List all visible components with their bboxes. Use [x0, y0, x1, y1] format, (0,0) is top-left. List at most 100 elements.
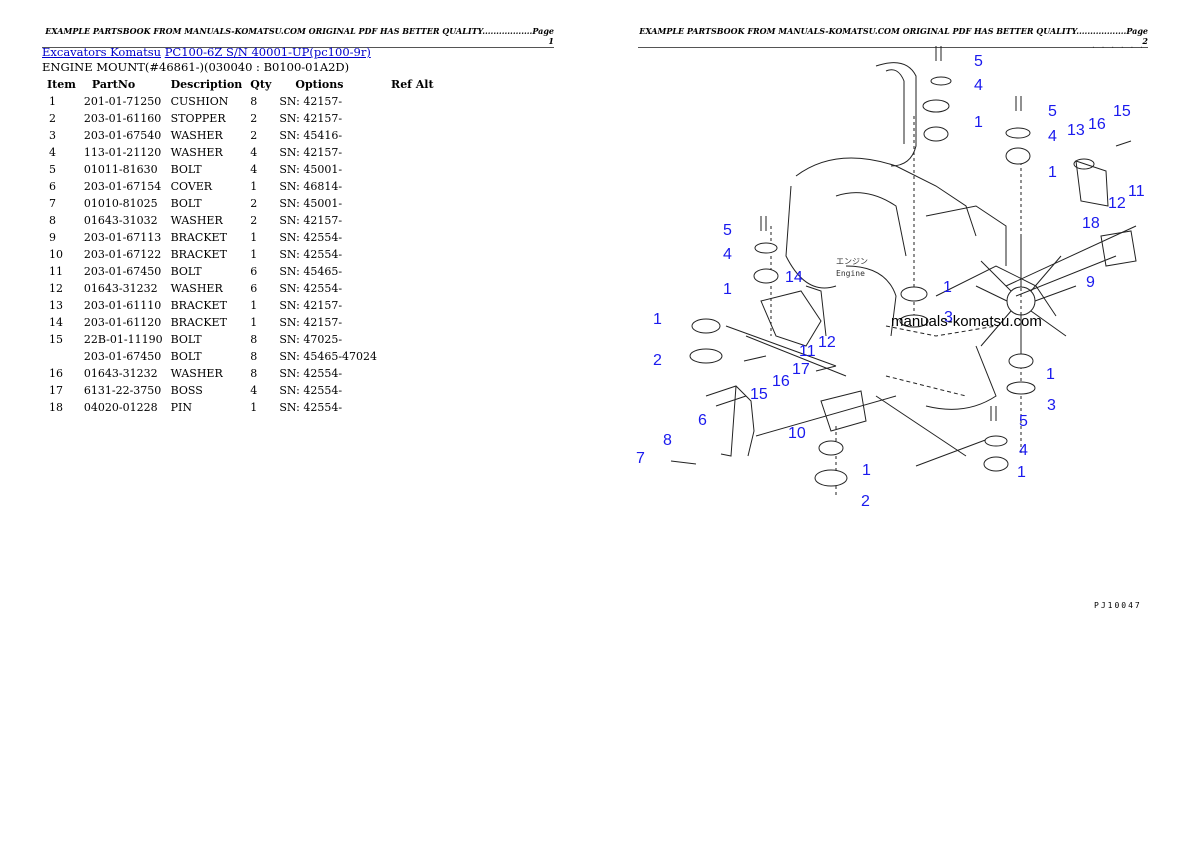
cell-description: BRACKET: [170, 248, 227, 261]
cell-description: STOPPER: [170, 112, 226, 125]
callout-label: 16: [772, 373, 790, 390]
cell-partno: 203-01-67154: [83, 180, 162, 193]
col-header-qty: Qty: [250, 78, 272, 91]
cell-item: 10: [49, 248, 63, 261]
cell-description: WASHER: [170, 214, 223, 227]
cell-item: 6: [49, 180, 56, 193]
cell-refalt: [381, 246, 438, 263]
cell-refalt: [381, 348, 438, 365]
cell-qty: 1: [250, 248, 258, 261]
cell-refalt: [381, 399, 438, 416]
cell-refalt: [381, 93, 438, 110]
cell-refalt: [381, 263, 438, 280]
engine-label-en: Engine: [836, 269, 865, 278]
cell-partno: 203-01-67122: [83, 248, 162, 261]
cell-description: WASHER: [170, 129, 223, 142]
col-header-item: Item: [47, 78, 76, 91]
cell-partno: 203-01-67450: [83, 265, 162, 278]
callout-label: 4: [723, 246, 732, 263]
cell-options: SN: 42554-: [279, 367, 343, 380]
cell-partno: 01010-81025: [83, 197, 158, 210]
cell-qty: 2: [250, 197, 258, 210]
callout-label: 13: [1067, 122, 1085, 139]
cell-item: 17: [49, 384, 63, 397]
cell-description: BOSS: [170, 384, 203, 397]
cell-partno: 01643-31032: [83, 214, 158, 227]
callout-label: 15: [750, 386, 768, 403]
callout-label: 4: [1019, 442, 1028, 459]
cell-options: SN: 42157-: [279, 112, 343, 125]
cell-refalt: [381, 212, 438, 229]
cell-refalt: [381, 144, 438, 161]
engine-mount-diagram: 5 4 1 5 4 1 13 16 15 11 12 18 9 5 4 1 14…: [636, 41, 1145, 510]
cell-item: 8: [49, 214, 56, 227]
cell-options: SN: 42554-: [279, 384, 343, 397]
cell-partno: 113-01-21120: [83, 146, 162, 159]
cell-partno: 04020-01228: [83, 401, 158, 414]
cell-description: BRACKET: [170, 316, 227, 329]
cell-item: 13: [49, 299, 63, 312]
cell-options: SN: 42554-: [279, 282, 343, 295]
cell-refalt: [381, 110, 438, 127]
cell-qty: 6: [250, 265, 258, 278]
callout-label: 1: [653, 311, 662, 328]
cell-partno: 6131-22-3750: [83, 384, 162, 397]
callout-label: 7: [636, 450, 645, 467]
cell-item: 7: [49, 197, 56, 210]
cell-qty: 8: [250, 367, 258, 380]
callout-label: 15: [1113, 103, 1131, 120]
breadcrumb-link-category[interactable]: Excavators Komatsu: [42, 45, 162, 59]
callout-label: 12: [818, 334, 836, 351]
callout-label: 16: [1088, 116, 1106, 133]
cell-qty: 2: [250, 214, 258, 227]
cell-options: SN: 42157-: [279, 316, 343, 329]
breadcrumb-link-model[interactable]: PC100-6Z S/N 40001-UP(pc100-9r): [164, 45, 371, 59]
cell-options: SN: 42157-: [279, 299, 343, 312]
cell-partno: 203-01-67450: [83, 350, 162, 363]
callout-label: 1: [1048, 164, 1057, 181]
diagram-linework: [670, 46, 1137, 496]
cell-qty: 4: [250, 384, 258, 397]
cell-options: SN: 45001-: [279, 197, 343, 210]
page-header-2: EXAMPLE PARTSBOOK FROM MANUALS-KOMATSU.C…: [638, 26, 1148, 48]
cell-partno: 203-01-61110: [83, 299, 162, 312]
cell-qty: 1: [250, 401, 258, 414]
callout-label: 1: [1017, 464, 1026, 481]
cell-description: BOLT: [170, 333, 202, 346]
cell-options: SN: 42157-: [279, 214, 343, 227]
callout-label: 5: [723, 222, 732, 239]
callout-label: 11: [799, 343, 816, 360]
cell-refalt: [381, 280, 438, 297]
cell-description: CUSHION: [170, 95, 229, 108]
cell-qty: 1: [250, 299, 258, 312]
callout-label: 9: [1086, 274, 1095, 291]
callout-label: 3: [944, 309, 953, 326]
callout-label: 1: [723, 281, 732, 298]
cell-description: PIN: [170, 401, 192, 414]
cell-qty: 4: [250, 163, 258, 176]
cell-partno: 203-01-67113: [83, 231, 162, 244]
cell-partno: 201-01-71250: [83, 95, 162, 108]
cell-refalt: [381, 365, 438, 382]
cell-partno: 203-01-61120: [83, 316, 162, 329]
cell-options: SN: 45001-: [279, 163, 343, 176]
cell-description: WASHER: [170, 367, 223, 380]
cell-item: 15: [49, 333, 63, 346]
callout-label: 12: [1108, 195, 1126, 212]
callout-label: 1: [862, 462, 871, 479]
page-header-1: EXAMPLE PARTSBOOK FROM MANUALS-KOMATSU.C…: [42, 26, 554, 48]
cell-refalt: [381, 314, 438, 331]
cell-options: SN: 45465-47024: [279, 350, 378, 363]
cell-item: 5: [49, 163, 56, 176]
cell-partno: 01643-31232: [83, 282, 158, 295]
callout-label: 5: [1019, 413, 1028, 430]
cell-refalt: [381, 297, 438, 314]
cell-partno: 22B-01-11190: [83, 333, 163, 346]
cell-refalt: [381, 127, 438, 144]
